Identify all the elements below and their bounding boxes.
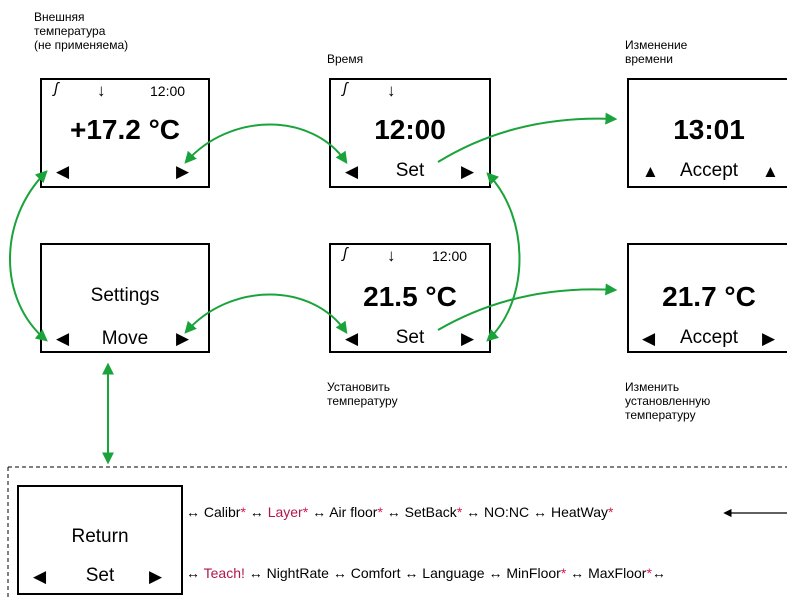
accept-softkey[interactable]: Accept [679, 160, 739, 181]
menu-item-teach[interactable]: Teach! [203, 565, 245, 581]
outdoor-temp-label: Внешняя температура (не применяема) [34, 10, 129, 52]
change-set-temp-label: Изменить установленную температуру [625, 380, 711, 422]
temp-edit-screen: 21.7 °C ◀ Accept ▶ [627, 243, 787, 353]
outdoor-settings-link [9, 170, 48, 342]
settings-screen: Settings ◀ Move ▶ [40, 243, 210, 353]
menu-item-air-floor[interactable]: Air floor [329, 504, 378, 520]
clock-edit-value: 13:01 [673, 114, 745, 145]
move-softkey[interactable]: Move [101, 328, 149, 349]
outdoor-temp-screen: ʃ ↓ 12:00 +17.2 °C ◀ ▶ [40, 78, 210, 188]
clock-time: 12:00 [150, 83, 186, 99]
up-triangle-icon[interactable]: ▲ [642, 162, 659, 181]
up-triangle-icon[interactable]: ▲ [762, 162, 779, 181]
clock-time: 12:00 [432, 248, 468, 264]
set-temp-label: Установить температуру [327, 380, 398, 408]
left-triangle-icon[interactable]: ◀ [345, 162, 359, 181]
menu-item-language[interactable]: Language [422, 565, 485, 581]
down-arrow-icon: ↓ [387, 246, 396, 265]
clock-edit-link [437, 112, 618, 163]
outdoor-clock-link [184, 123, 348, 164]
set-softkey[interactable]: Set [85, 565, 115, 586]
settings-chain-1: ↔ Calibr* ↔ Layer* ↔ Air floor* ↔ SetBac… [186, 504, 614, 520]
menu-item-heatway[interactable]: HeatWay [550, 504, 609, 520]
down-arrow-icon: ↓ [387, 81, 396, 100]
return-title: Return [71, 526, 129, 547]
set-softkey[interactable]: Set [395, 327, 425, 348]
menu-item-nightrate[interactable]: NightRate [266, 565, 329, 581]
menu-item-setback[interactable]: SetBack [404, 504, 457, 520]
heat-icon: ʃ [343, 245, 348, 262]
down-arrow-icon: ↓ [97, 81, 106, 100]
left-triangle-icon[interactable]: ◀ [56, 329, 70, 348]
right-triangle-icon[interactable]: ▶ [461, 329, 475, 348]
left-triangle-icon[interactable]: ◀ [642, 329, 656, 348]
clock-temp-link [486, 172, 521, 342]
right-triangle-icon[interactable]: ▶ [149, 567, 163, 586]
right-triangle-icon[interactable]: ▶ [176, 162, 190, 181]
settings-chain-2: ↔ Teach! ↔ NightRate ↔ Comfort ↔ Languag… [186, 565, 666, 581]
clock-edit-screen: 13:01 ▲ Accept ▲ [627, 78, 787, 188]
menu-item-layer[interactable]: Layer [267, 504, 303, 520]
clock-value: 12:00 [374, 114, 446, 145]
accept-softkey[interactable]: Accept [679, 327, 739, 348]
right-triangle-icon[interactable]: ▶ [461, 162, 475, 181]
temp-edit-value: 21.7 °C [662, 281, 756, 312]
menu-item-calibr[interactable]: Calibr [203, 504, 241, 520]
outdoor-temp-value: +17.2 °C [69, 114, 181, 145]
menu-item-comfort[interactable]: Comfort [350, 565, 401, 581]
menu-item-no-nc[interactable]: NO:NC [484, 504, 530, 520]
right-triangle-icon[interactable]: ▶ [762, 329, 776, 348]
settings-title: Settings [90, 285, 160, 306]
heat-icon: ʃ [54, 80, 59, 97]
heat-icon: ʃ [343, 80, 348, 97]
temp-value: 21.5 °C [363, 281, 457, 312]
change-time-label: Изменение времени [625, 38, 688, 66]
set-softkey[interactable]: Set [395, 160, 425, 181]
return-screen: Return ◀ Set ▶ [17, 485, 183, 595]
menu-item-maxfloor[interactable]: MaxFloor [588, 565, 647, 581]
left-triangle-icon[interactable]: ◀ [56, 162, 70, 181]
settings-temp-link [184, 293, 348, 334]
menu-item-minfloor[interactable]: MinFloor [506, 565, 561, 581]
clock-screen: ʃ ↓ 12:00 ◀ Set ▶ [329, 78, 491, 188]
left-triangle-icon[interactable]: ◀ [345, 329, 359, 348]
temp-screen: ʃ ↓ 12:00 21.5 °C ◀ Set ▶ [329, 243, 491, 353]
temp-edit-link [437, 283, 618, 331]
time-label: Время [327, 52, 364, 66]
left-triangle-icon[interactable]: ◀ [33, 567, 47, 586]
